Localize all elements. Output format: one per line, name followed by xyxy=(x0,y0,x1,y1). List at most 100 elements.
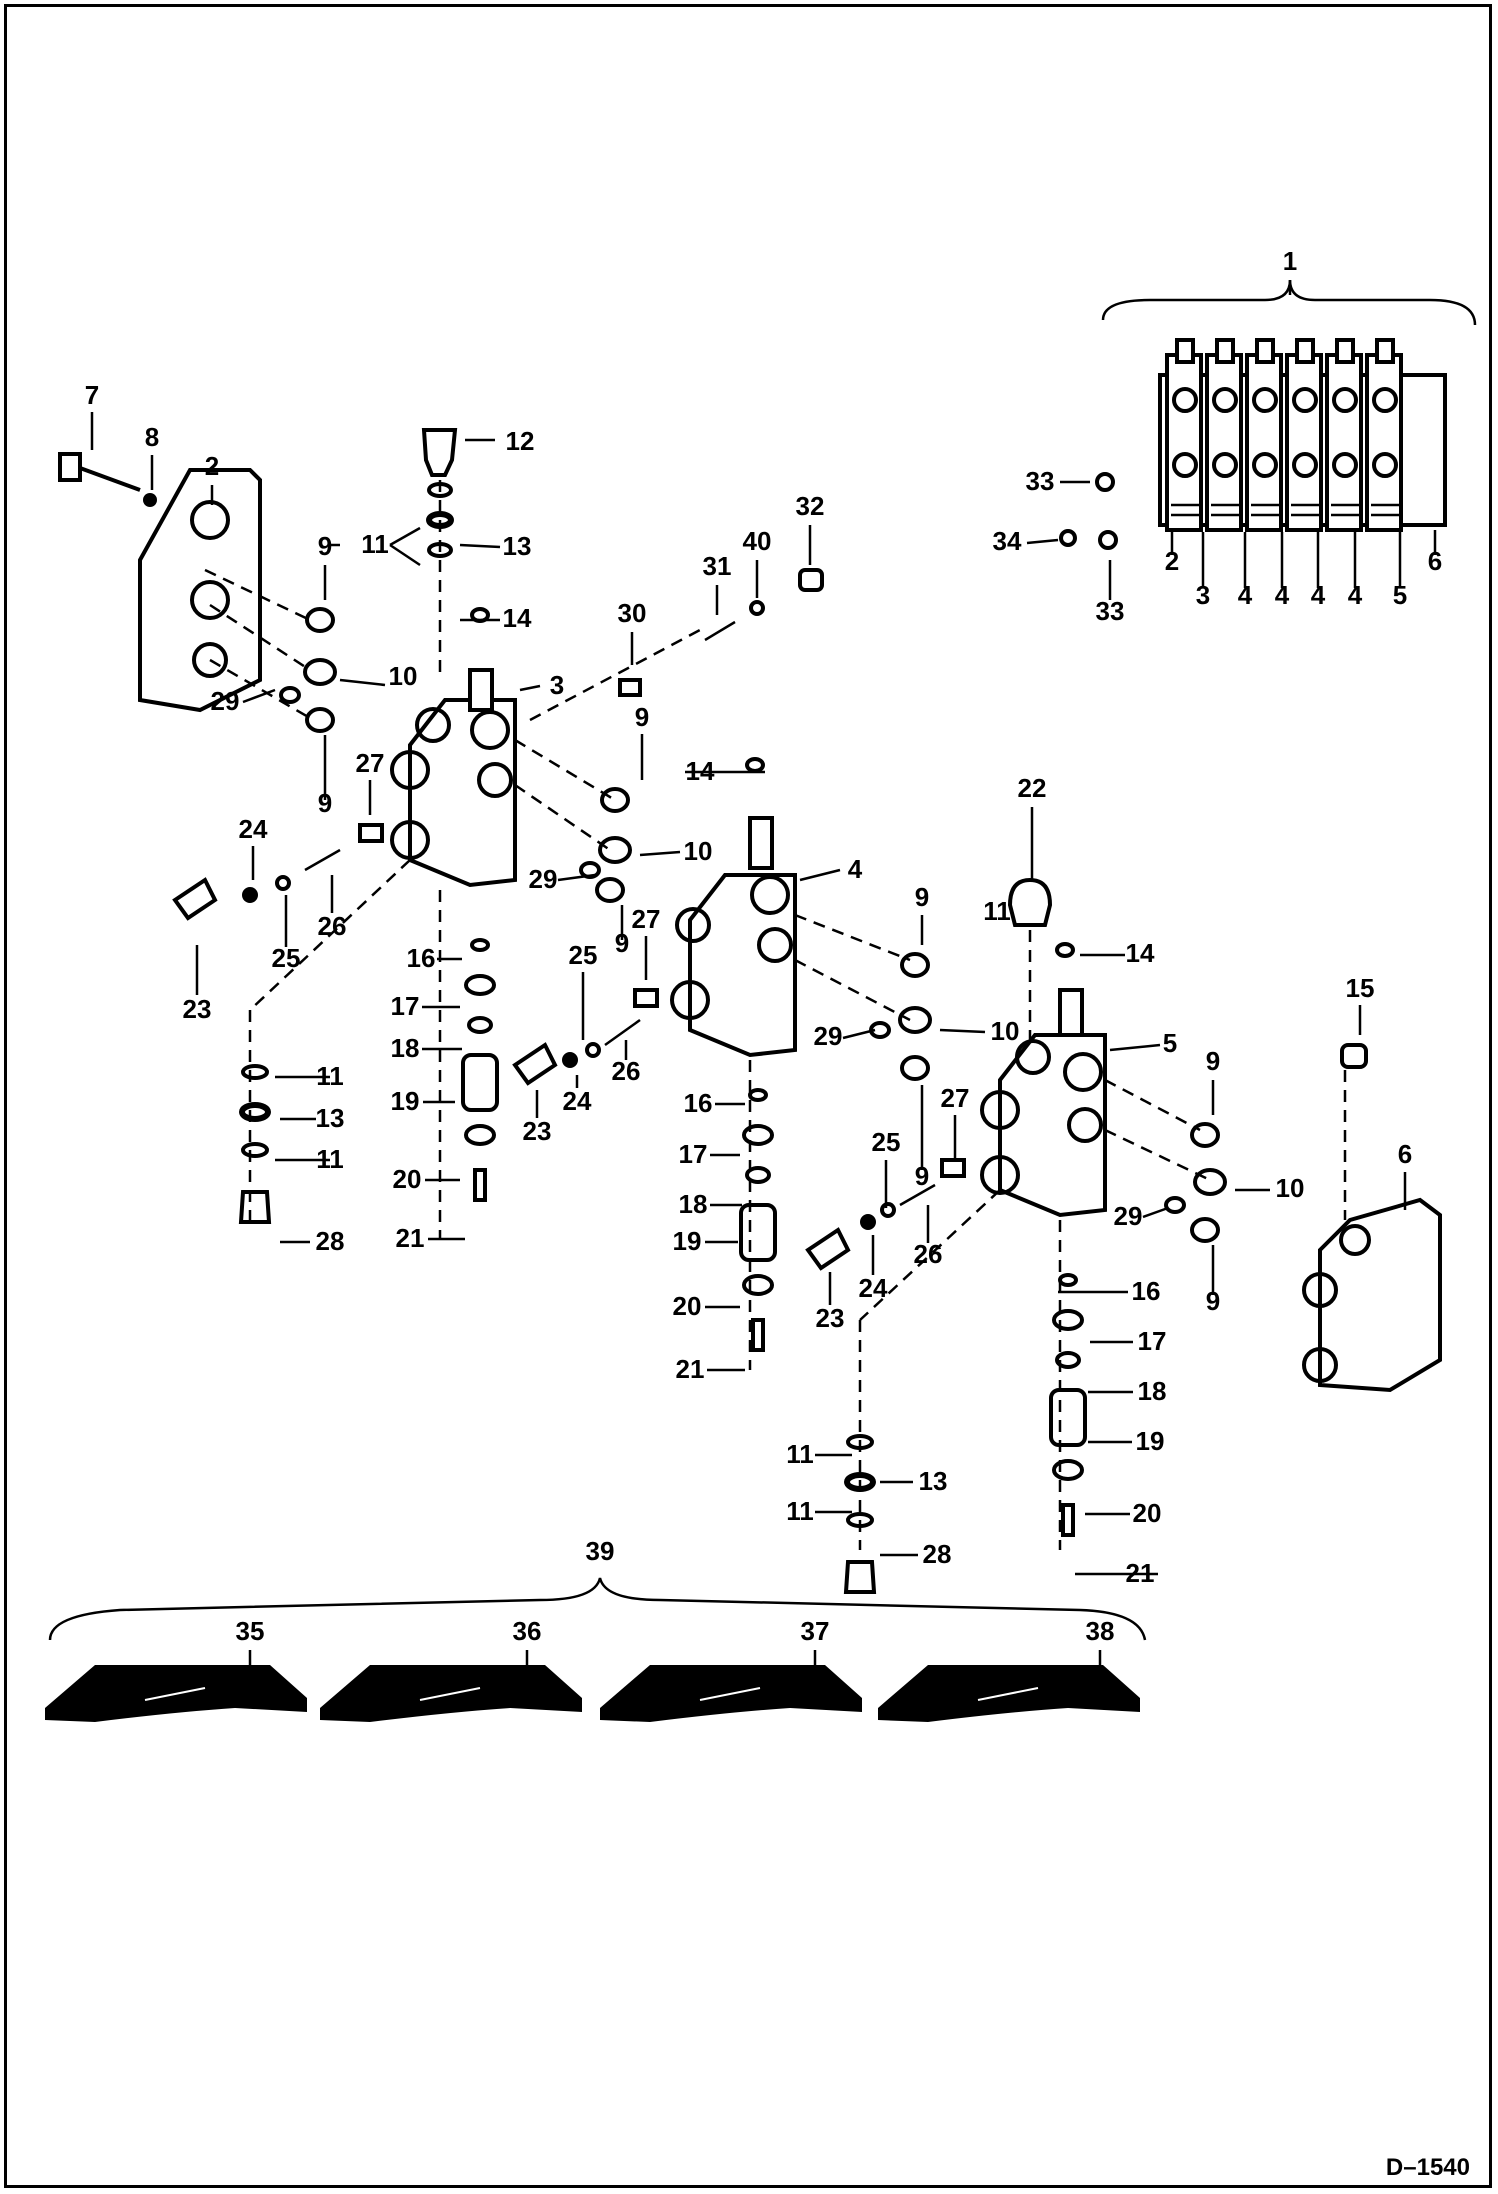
callout-33: 33 xyxy=(1026,466,1055,496)
callout-30: 30 xyxy=(618,598,647,628)
callout-26: 26 xyxy=(318,911,347,941)
callout-16: 16 xyxy=(1132,1276,1161,1306)
callout-6: 6 xyxy=(1398,1139,1412,1169)
callout-5: 5 xyxy=(1163,1028,1177,1058)
callout-11: 11 xyxy=(361,529,389,559)
o-ring xyxy=(279,686,301,704)
stack-section xyxy=(1205,338,1243,532)
callout-9: 9 xyxy=(635,702,649,732)
leader-line xyxy=(339,678,386,687)
callout-28: 28 xyxy=(923,1539,952,1569)
callout-23: 23 xyxy=(183,994,212,1024)
callout-29: 29 xyxy=(1114,1201,1143,1231)
callout-4: 4 xyxy=(848,854,863,884)
o-ring xyxy=(303,658,337,686)
stack-section xyxy=(1245,338,1283,532)
leader-line xyxy=(459,543,501,549)
callout-4: 4 xyxy=(1348,580,1363,610)
leader-line xyxy=(557,873,596,882)
callout-14: 14 xyxy=(503,603,532,633)
callout-16: 16 xyxy=(407,943,436,973)
decal-set-39 xyxy=(48,1577,1147,1641)
relief-parts-left xyxy=(172,823,384,921)
callout-12: 12 xyxy=(506,426,535,456)
leader-line xyxy=(389,526,421,547)
o-ring xyxy=(1098,530,1118,550)
callout-9: 9 xyxy=(318,788,332,818)
stack-section xyxy=(1165,338,1203,532)
callout-17: 17 xyxy=(1138,1326,1167,1356)
plug-stack xyxy=(843,1434,877,1594)
relief-parts-mid xyxy=(512,988,659,1086)
callout-13: 13 xyxy=(316,1103,345,1133)
callout-9: 9 xyxy=(915,882,929,912)
callout-22: 22 xyxy=(1018,773,1047,803)
callout-27: 27 xyxy=(941,1083,970,1113)
callout-3: 3 xyxy=(550,670,564,700)
bolt-assembly xyxy=(58,452,157,507)
callout-27: 27 xyxy=(632,904,661,934)
callout-10: 10 xyxy=(684,836,713,866)
callout-10: 10 xyxy=(389,661,418,691)
callout-18: 18 xyxy=(391,1033,420,1063)
callout-10: 10 xyxy=(991,1016,1020,1046)
o-ring xyxy=(1095,472,1115,492)
o-ring xyxy=(745,757,765,773)
decals xyxy=(45,1665,1140,1722)
spring-stack xyxy=(461,938,499,1202)
decal xyxy=(320,1665,582,1722)
decal xyxy=(600,1665,862,1722)
o-ring xyxy=(595,877,625,903)
callout-32: 32 xyxy=(796,491,825,521)
callout-31: 31 xyxy=(703,551,732,581)
spring-stack xyxy=(1049,1273,1087,1537)
stack-section xyxy=(1325,338,1363,532)
callout-36: 36 xyxy=(513,1616,542,1646)
callout-24: 24 xyxy=(239,814,268,844)
callout-20: 20 xyxy=(673,1291,702,1321)
spring-stack xyxy=(739,1088,777,1352)
callout-27: 27 xyxy=(356,748,385,778)
callout-1: 1 xyxy=(1283,246,1297,276)
callout-14: 14 xyxy=(1126,938,1155,968)
leader-line xyxy=(1142,1206,1169,1219)
callout-11: 11 xyxy=(786,1496,814,1526)
outlet-section-6 xyxy=(1302,1197,1442,1393)
assembled-valve xyxy=(1101,279,1477,532)
callout-4: 4 xyxy=(1275,580,1290,610)
callout-11: 11 xyxy=(983,896,1011,926)
drawing-code: D–1540 xyxy=(1386,2154,1470,2181)
callout-5: 5 xyxy=(1393,580,1407,610)
callout-20: 20 xyxy=(393,1164,422,1194)
callout-26: 26 xyxy=(914,1239,943,1269)
callout-33: 33 xyxy=(1096,596,1125,626)
o-ring xyxy=(305,707,335,733)
leader-line xyxy=(939,1028,986,1034)
callout-25: 25 xyxy=(872,1127,901,1157)
callout-4: 4 xyxy=(1238,580,1253,610)
callout-2: 2 xyxy=(205,451,219,481)
callout-19: 19 xyxy=(1136,1426,1165,1456)
callout-7: 7 xyxy=(85,380,99,410)
o-ring xyxy=(900,1055,930,1081)
callout-26: 26 xyxy=(612,1056,641,1086)
callout-2: 2 xyxy=(1165,546,1179,576)
o-ring xyxy=(749,600,765,616)
callout-6: 6 xyxy=(1428,546,1442,576)
stack-section xyxy=(1365,338,1403,532)
callout-labels: 1234567899999999101010101111111111111213… xyxy=(85,246,1442,1680)
callout-17: 17 xyxy=(679,1139,708,1169)
leader-line xyxy=(639,850,681,857)
callout-38: 38 xyxy=(1086,1616,1115,1646)
decal xyxy=(45,1665,307,1722)
o-ring xyxy=(598,836,632,864)
plug-stack xyxy=(238,1064,272,1224)
callout-29: 29 xyxy=(814,1021,843,1051)
relief-parts-right xyxy=(805,1158,966,1271)
callout-13: 13 xyxy=(919,1466,948,1496)
o-ring xyxy=(1055,942,1075,958)
assembly-lines xyxy=(204,480,1347,1550)
callout-13: 13 xyxy=(503,531,532,561)
callout-21: 21 xyxy=(396,1223,425,1253)
